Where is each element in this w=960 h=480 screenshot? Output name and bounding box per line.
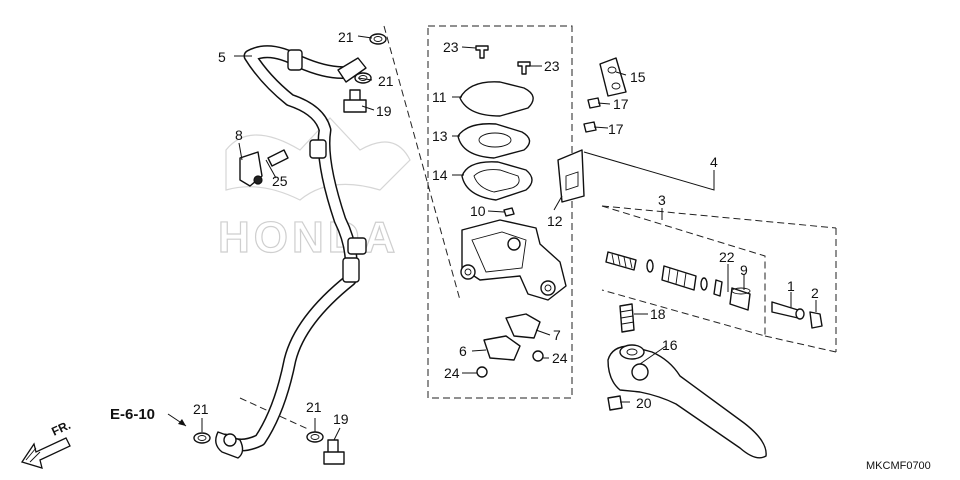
callout-24-left: 24 xyxy=(444,365,460,381)
callout-labels: 5 21 21 19 8 25 23 23 11 13 14 10 12 15 … xyxy=(193,29,819,427)
figure-code: MKCMF0700 xyxy=(866,460,931,472)
callout-5: 5 xyxy=(218,49,226,65)
reference-label: E-6-10 xyxy=(110,406,155,423)
honda-watermark: HONDA xyxy=(217,117,411,263)
hose-clamp-bracket xyxy=(239,149,289,187)
callout-10: 10 xyxy=(470,203,486,219)
callout-9: 9 xyxy=(740,262,748,278)
callout-3: 3 xyxy=(658,192,666,208)
piston-assembly xyxy=(605,251,751,311)
callout-6: 6 xyxy=(459,343,467,359)
watermark-text: HONDA xyxy=(218,213,399,262)
callout-22: 22 xyxy=(719,249,735,265)
assembly-boundaries xyxy=(239,25,837,431)
callout-1: 1 xyxy=(787,278,795,294)
callout-13: 13 xyxy=(432,128,448,144)
callout-24-right: 24 xyxy=(552,350,568,366)
callout-18: 18 xyxy=(650,306,666,322)
callout-23-left: 23 xyxy=(443,39,459,55)
callout-17-bottom: 17 xyxy=(608,121,624,137)
callout-7: 7 xyxy=(553,327,561,343)
cross-reference: E-6-10 xyxy=(110,406,187,427)
callout-20: 20 xyxy=(636,395,652,411)
holder-and-bolts xyxy=(583,57,627,133)
front-label: FR. xyxy=(49,418,72,439)
master-cylinder-group xyxy=(457,45,585,378)
callout-23-right: 23 xyxy=(544,58,560,74)
push-rod xyxy=(771,301,823,329)
callout-19-bottom: 19 xyxy=(333,411,349,427)
washer-parts xyxy=(193,33,387,444)
callout-2: 2 xyxy=(811,285,819,301)
front-direction-arrow: FR. xyxy=(20,418,73,469)
callout-21-mid: 21 xyxy=(378,73,394,89)
bolt-parts xyxy=(323,89,367,465)
callout-19-top: 19 xyxy=(376,103,392,119)
clutch-lever xyxy=(607,303,767,459)
brake-hose xyxy=(215,45,367,459)
callout-14: 14 xyxy=(432,167,448,183)
callout-4: 4 xyxy=(710,154,718,170)
callout-21-top: 21 xyxy=(338,29,354,45)
callout-21-bottom-right: 21 xyxy=(306,399,322,415)
callout-11: 11 xyxy=(432,89,447,105)
callout-25: 25 xyxy=(272,173,288,189)
callout-8: 8 xyxy=(235,127,243,143)
callout-21-bottom-left: 21 xyxy=(193,401,209,417)
callout-17-top: 17 xyxy=(613,96,629,112)
leader-lines xyxy=(201,35,817,441)
callout-12: 12 xyxy=(547,213,563,229)
callout-16: 16 xyxy=(662,337,678,353)
callout-15: 15 xyxy=(630,69,646,85)
